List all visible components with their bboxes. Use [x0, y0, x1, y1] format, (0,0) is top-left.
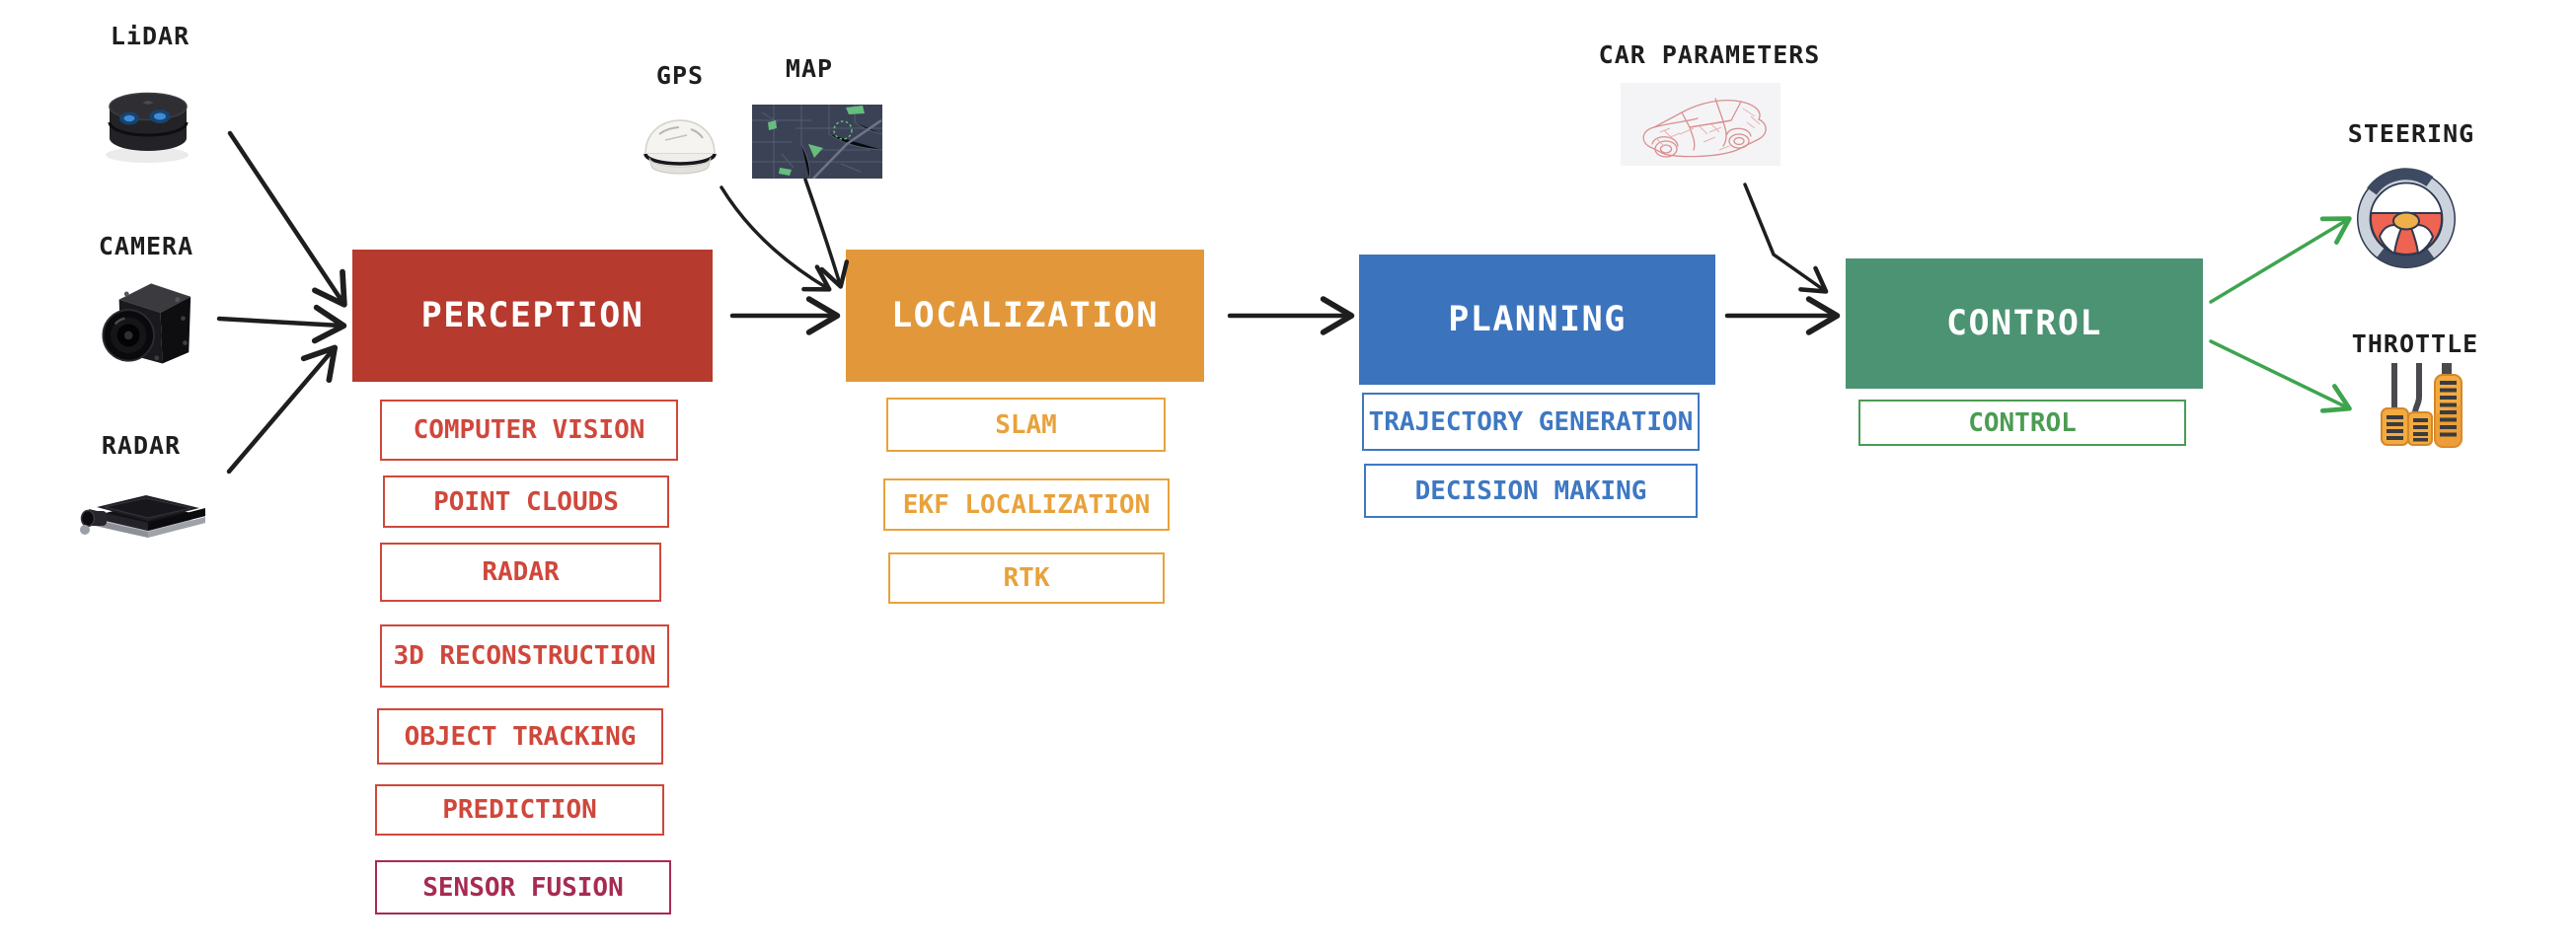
- stage-control-title: CONTROL: [1945, 304, 2102, 343]
- pedals-icon: [2381, 363, 2462, 448]
- lidar-label: LiDAR: [110, 22, 190, 50]
- perception-chip-prediction: PREDICTION: [375, 784, 664, 836]
- radar-label: RADAR: [101, 431, 182, 460]
- arrow-map-to-localization: [803, 178, 850, 289]
- stage-localization: LOCALIZATION: [846, 250, 1204, 382]
- steering-label: STEERING: [2347, 119, 2475, 148]
- perception-chip-computer-vision: COMPUTER VISION: [380, 400, 678, 461]
- lidar-icon: [106, 92, 189, 163]
- localization-chip-ekf-localization: EKF LOCALIZATION: [883, 478, 1170, 531]
- arrow-lidar-to-perception: [227, 130, 347, 308]
- steering-wheel-icon: [2357, 168, 2456, 268]
- arrow-camera-to-perception: [216, 304, 347, 344]
- stage-planning-title: PLANNING: [1448, 300, 1627, 339]
- stage-perception: PERCEPTION: [352, 250, 713, 382]
- planning-chip-trajectory-generation: TRAJECTORY GENERATION: [1362, 393, 1700, 451]
- perception-chip-sensor-fusion: SENSOR FUSION: [375, 860, 671, 914]
- control-chip-control: CONTROL: [1858, 400, 2186, 446]
- stage-control: CONTROL: [1846, 258, 2203, 389]
- localization-chip-slam: SLAM: [886, 398, 1166, 452]
- perception-chip-object-tracking: OBJECT TRACKING: [377, 708, 663, 765]
- radar-icon: [80, 495, 205, 538]
- map-label: MAP: [785, 54, 834, 83]
- planning-chip-decision-making: DECISION MAKING: [1364, 464, 1698, 518]
- perception-chip-point-clouds: POINT CLOUDS: [383, 476, 669, 528]
- gps-icon: [644, 119, 717, 175]
- gps-label: GPS: [655, 61, 705, 90]
- stage-planning: PLANNING: [1359, 255, 1715, 385]
- map-icon: [752, 105, 882, 179]
- car-parameters-label: CAR PARAMETERS: [1598, 40, 1821, 69]
- arrow-control-to-throttle: [2209, 339, 2352, 413]
- camera-label: CAMERA: [98, 232, 194, 260]
- perception-chip-3d-reconstruction: 3D RECONSTRUCTION: [380, 624, 669, 688]
- car-parameters-icon: [1621, 83, 1780, 166]
- arrow-gps-to-localization: [720, 185, 832, 292]
- arrow-radar-to-perception: [226, 344, 339, 475]
- throttle-label: THROTTLE: [2351, 329, 2479, 358]
- perception-chip-radar: RADAR: [380, 543, 661, 602]
- stage-localization-title: LOCALIZATION: [891, 296, 1159, 335]
- localization-chip-rtk: RTK: [888, 552, 1165, 604]
- camera-icon: [102, 283, 191, 364]
- stage-perception-title: PERCEPTION: [420, 296, 644, 335]
- arrow-car-parameters-to-control: [1743, 183, 1829, 294]
- arrow-control-to-steering: [2209, 216, 2352, 304]
